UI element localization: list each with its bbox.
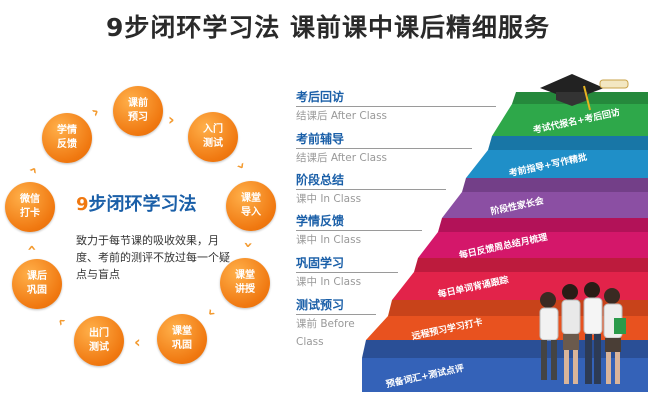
cycle-node-class-intro: 课堂导入 [226, 181, 276, 231]
stair-step-4 [418, 232, 648, 258]
stair-step-label: 考试代报名+考后回访 [531, 107, 621, 136]
stage-label-followup: 考后回访 结课后 After Class [296, 88, 496, 125]
stair-step-6-top [488, 136, 648, 150]
stair-step-4-top [438, 218, 648, 232]
cycle-node-exit-test: 出门测试 [74, 316, 124, 366]
stair-step-label: 预备词汇+测试点评 [385, 363, 466, 390]
cycle-node-study-feedback: 学情反馈 [42, 113, 92, 163]
stair-step-label: 远程预习学习打卡 [411, 317, 484, 342]
stage-label-consolidation: 巩固学习 课中 In Class [296, 254, 398, 291]
stage-label-pre-exam: 考前辅导 结课后 After Class [296, 130, 472, 167]
stair-step-5 [442, 192, 648, 218]
stair-step-3-top [414, 258, 648, 272]
stair-step-2-top [388, 300, 648, 316]
cycle-center-title: 9步闭环学习法 [76, 194, 197, 215]
cycle-node-entry-test: 入门测试 [188, 112, 238, 162]
stair-step-7 [492, 104, 648, 136]
cycle-arrow-icon: › [168, 110, 175, 129]
stair-step-6 [466, 150, 648, 178]
page-title: 9步闭环学习法 课前课中课后精细服务 [105, 13, 551, 42]
graduation-cap-icon [540, 74, 629, 111]
cycle-node-class-consolidate: 课堂巩固 [157, 314, 207, 364]
cycle-node-after-class-consolidate: 课后巩固 [12, 259, 62, 309]
stair-step-label: 阶段性家长会 [489, 195, 545, 217]
stair-step-5-top [462, 178, 648, 192]
stage-label-summary: 阶段总结 课中 In Class [296, 171, 446, 208]
cycle-node-preview: 课前预习 [113, 86, 163, 136]
stair-step-label: 每日反馈周总结月梳理 [458, 232, 549, 261]
stage-label-feedback: 学情反馈 课中 In Class [296, 212, 422, 249]
cycle-center-description: 致力于每节课的吸收效果，月度、考前的测评不放过每一个疑点与盲点 [76, 234, 230, 281]
cycle-node-wechat-checkin: 微信打卡 [5, 182, 55, 232]
stair-step-3 [392, 272, 648, 300]
stair-step-label: 考前指导+写作精批 [508, 152, 589, 179]
stage-label-pre-test: 测试预习 课前 Before Class [296, 296, 388, 348]
students-illustration [539, 282, 626, 384]
cycle-node-class-teaching: 课堂讲授 [220, 258, 270, 308]
stair-step-label: 每日单词背诵跟踪 [437, 275, 510, 300]
